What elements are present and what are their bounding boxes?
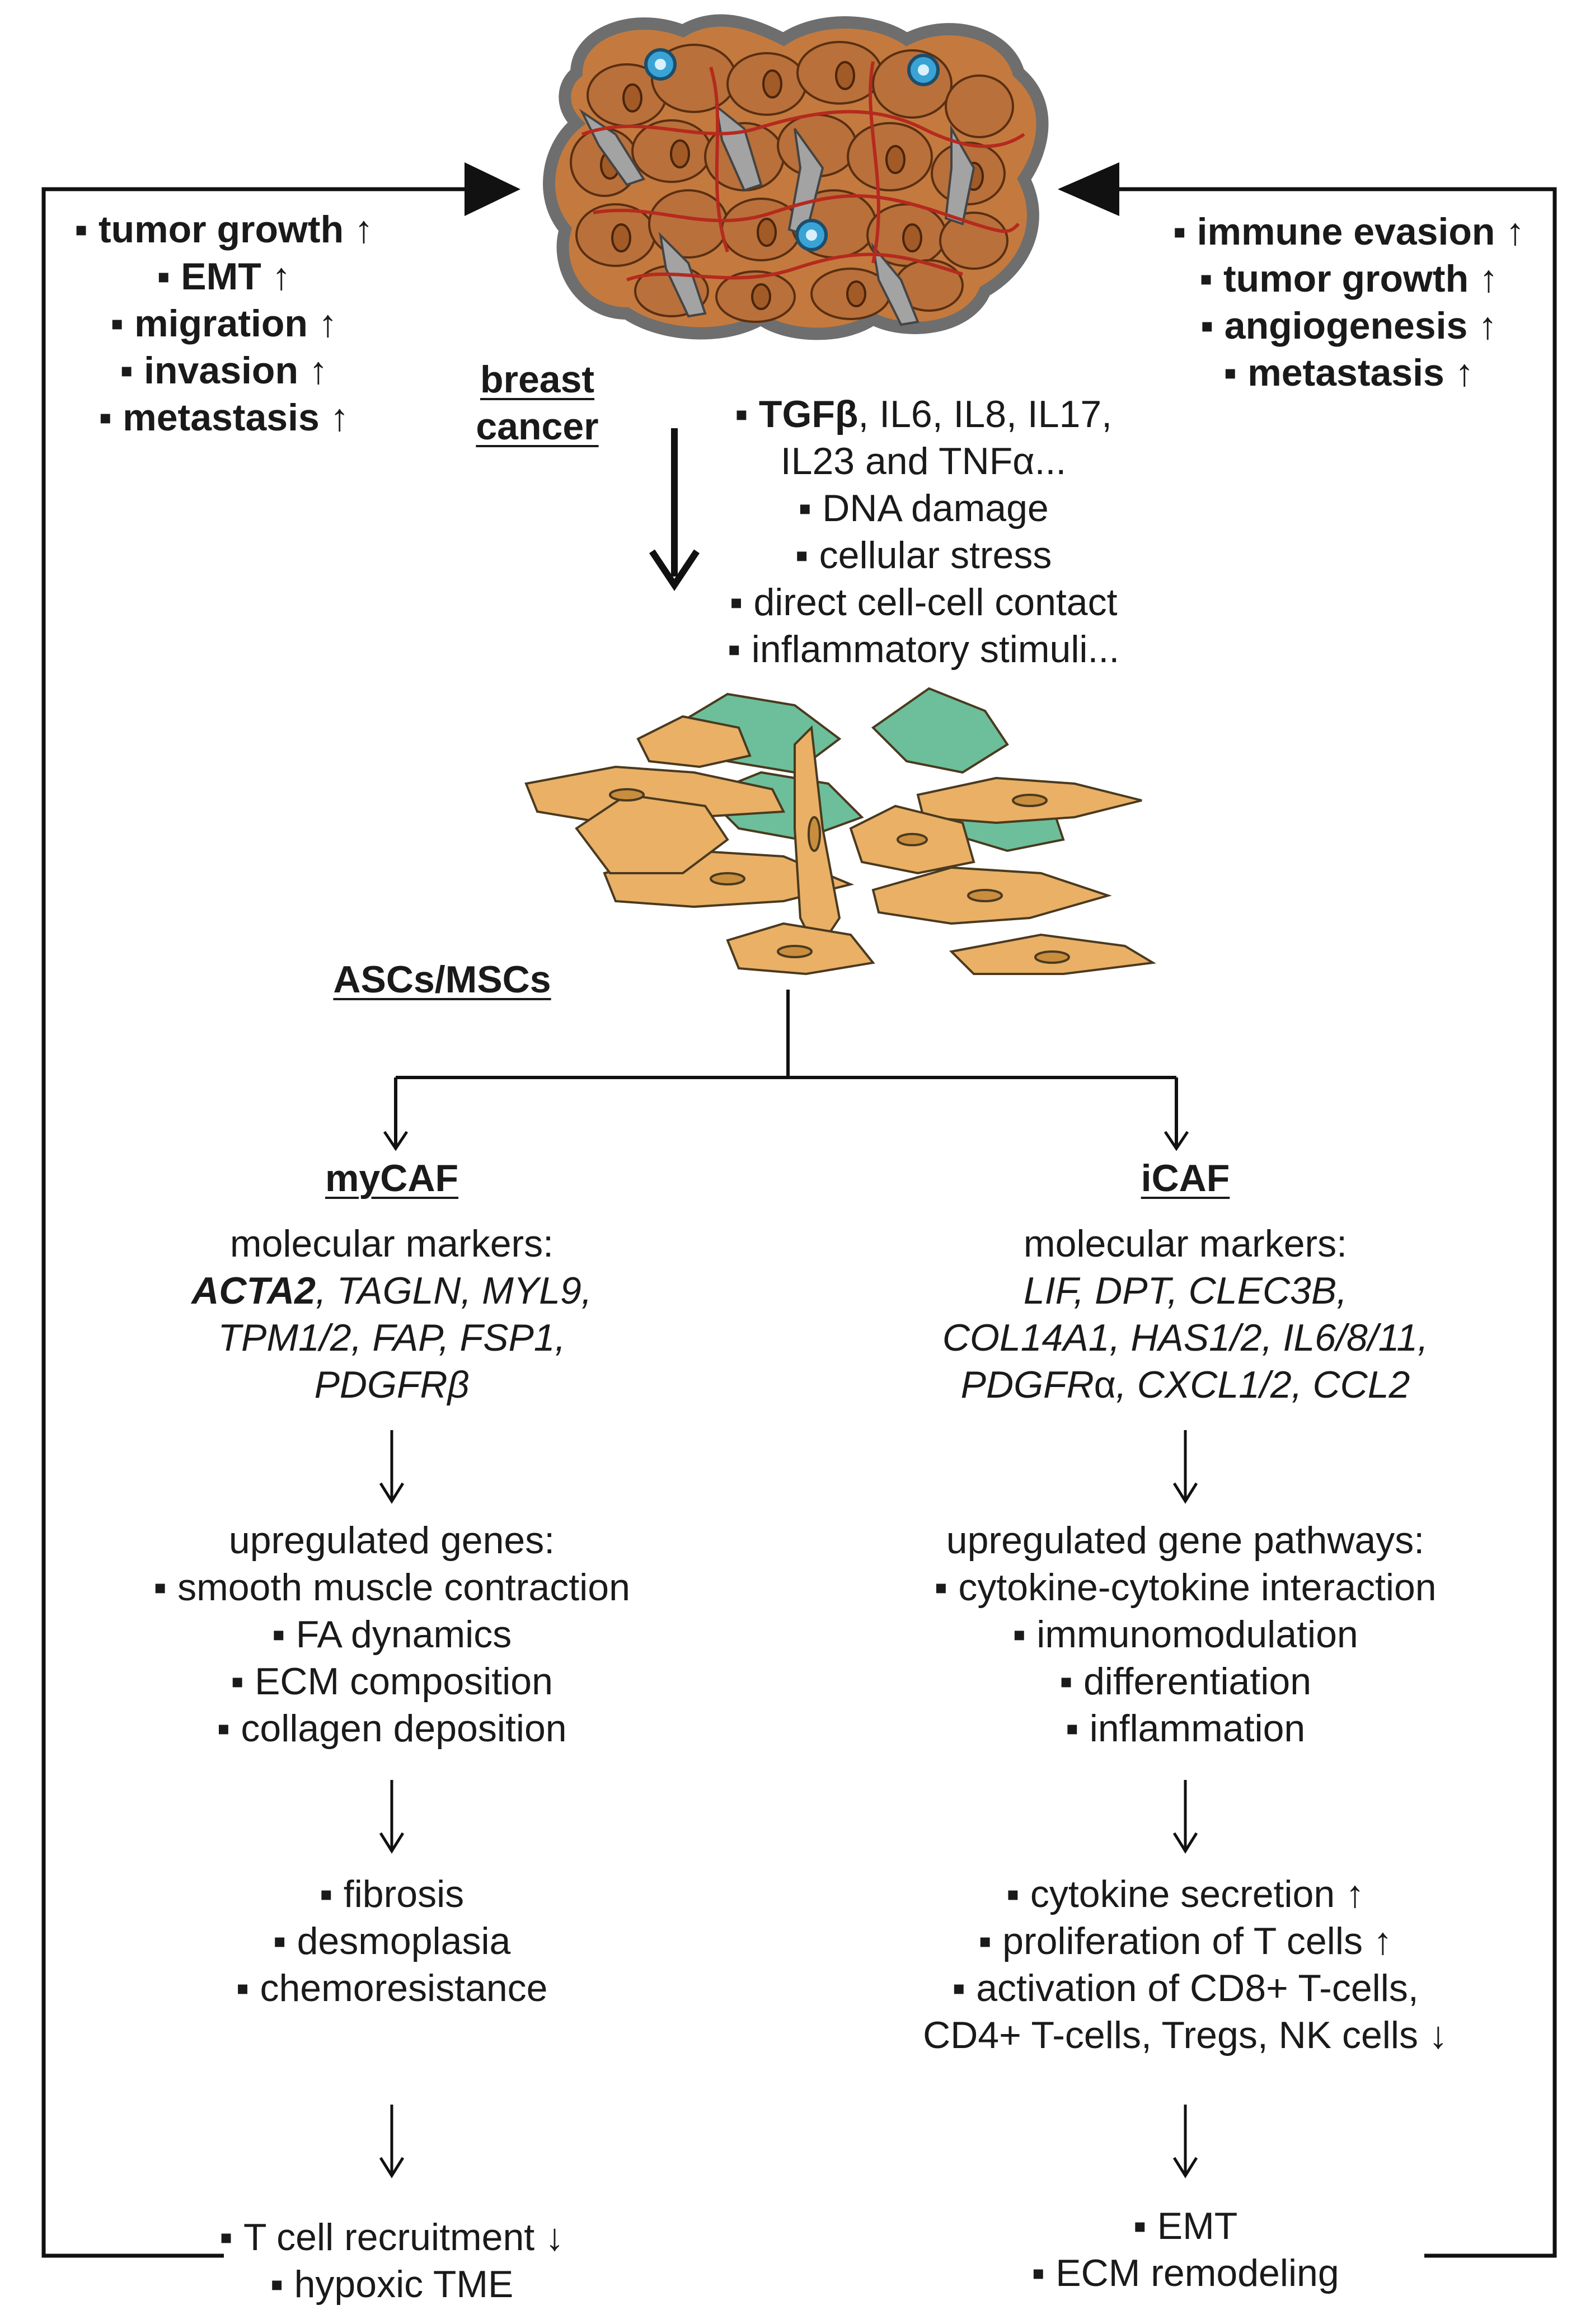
stimuli-cytokines-rest: , IL6, IL8, IL17,: [858, 393, 1113, 435]
branch-connector: [394, 990, 1178, 1147]
stimuli-cytokines-line: TGFβ, IL6, IL8, IL17,: [694, 391, 1153, 438]
mycaf-outcome-item: T cell recruitment ↓: [168, 2214, 616, 2261]
left-effect-item: EMT ↑: [56, 253, 392, 300]
right-effect-item: immune evasion ↑: [1153, 208, 1545, 255]
stromal-label: ASCs/MSCs: [333, 958, 551, 1001]
mycaf-effects: fibrosis desmoplasia chemoresistance: [168, 1871, 616, 2012]
left-effect-item: metastasis ↑: [56, 394, 392, 441]
icaf-pathway-item: differentiation: [878, 1658, 1493, 1705]
mycaf-markers-line1: ACTA2, TAGLN, MYL9,: [140, 1267, 644, 1314]
icaf-effects: cytokine secretion ↑ proliferation of T …: [878, 1871, 1493, 2059]
stimuli-item: inflammatory stimuli...: [694, 626, 1153, 673]
stimuli-list: TGFβ, IL6, IL8, IL17, IL23 and TNFα... D…: [694, 391, 1153, 673]
right-effect-item: metastasis ↑: [1153, 349, 1545, 396]
icaf-pathways-label: upregulated gene pathways:: [946, 1519, 1425, 1562]
mycaf-genes-label: upregulated genes:: [228, 1519, 555, 1562]
icaf-markers-line3: PDGFRα, CXCL1/2, CCL2: [906, 1361, 1465, 1408]
tumor-to-stroma-arrowhead: [649, 549, 700, 591]
icaf-markers: molecular markers: LIF, DPT, CLEC3B, COL…: [906, 1220, 1465, 1408]
mycaf-markers-label: molecular markers:: [229, 1222, 554, 1265]
mycaf-marker-acta2: ACTA2: [191, 1269, 316, 1312]
icaf-effect-continuation: CD4+ T-cells, Tregs, NK cells ↓: [923, 2014, 1448, 2056]
icaf-pathway-item: cytokine-cytokine interaction: [878, 1564, 1493, 1611]
icaf-markers-line3-rest: , CXCL1/2, CCL2: [1115, 1364, 1410, 1406]
icaf-markers-line1: LIF, DPT, CLEC3B,: [1023, 1269, 1348, 1312]
mycaf-gene-item: ECM composition: [112, 1658, 672, 1705]
icaf-title: iCAF: [1141, 1157, 1230, 1200]
mycaf-title: myCAF: [325, 1157, 459, 1200]
right-effect-item: angiogenesis ↑: [1153, 302, 1545, 349]
mycaf-effect-item: desmoplasia: [168, 1918, 616, 1965]
icaf-step-arrows: [1172, 1430, 1198, 2178]
icaf-markers-line2: COL14A1, HAS1/2, IL6/8/11,: [942, 1316, 1429, 1359]
icaf-pathways: upregulated gene pathways: cytokine-cyto…: [878, 1517, 1493, 1752]
icaf-pathway-item: inflammation: [878, 1705, 1493, 1752]
left-effect-item: invasion ↑: [56, 347, 392, 394]
mycaf-outcome-item: hypoxic TME: [168, 2261, 616, 2308]
mycaf-markers: molecular markers: ACTA2, TAGLN, MYL9, T…: [140, 1220, 644, 1408]
stimuli-tgfb: TGFβ: [735, 393, 858, 435]
left-feedback-arrowhead: [465, 162, 520, 216]
icaf-branch-arrowhead: [1164, 1131, 1189, 1151]
tumor-label-line: cancer: [476, 405, 599, 448]
icaf-marker-pdgfr: PDGFR: [960, 1364, 1094, 1406]
left-effect-item: migration ↑: [56, 300, 392, 347]
mycaf-step-arrows: [379, 1430, 405, 2178]
left-effect-item: tumor growth ↑: [56, 206, 392, 253]
mycaf-genes: upregulated genes: smooth muscle contrac…: [112, 1517, 672, 1752]
mycaf-effect-item: fibrosis: [168, 1871, 616, 1918]
stimuli-item: DNA damage: [694, 485, 1153, 532]
mycaf-markers-line2: TPM1/2, FAP, FSP1,: [218, 1316, 566, 1359]
mycaf-markers-line3: PDGFRβ: [314, 1364, 470, 1406]
icaf-effect-item: proliferation of T cells ↑: [878, 1918, 1493, 1965]
mycaf-effect-item: chemoresistance: [168, 1965, 616, 2012]
icaf-outcome-item: EMT: [933, 2203, 1437, 2250]
mycaf-gene-item: FA dynamics: [112, 1611, 672, 1658]
stimuli-item: cellular stress: [694, 532, 1153, 579]
icaf-outcomes: EMT ECM remodeling: [933, 2203, 1437, 2297]
tumor-label: breast cancer: [465, 356, 610, 450]
right-feedback-arrowhead: [1058, 162, 1119, 216]
right-effect-item: tumor growth ↑: [1153, 255, 1545, 302]
stimuli-item: direct cell-cell contact: [694, 579, 1153, 626]
asc-msc-fibroblast-illustration: [524, 687, 1156, 976]
right-feedback-effects: immune evasion ↑ tumor growth ↑ angiogen…: [1153, 208, 1545, 396]
icaf-pathway-item: immunomodulation: [878, 1611, 1493, 1658]
icaf-markers-label: molecular markers:: [1023, 1222, 1348, 1265]
icaf-outcome-item: ECM remodeling: [933, 2250, 1437, 2297]
mycaf-gene-item: smooth muscle contraction: [112, 1564, 672, 1611]
breast-cancer-tumor-illustration: [543, 14, 1049, 340]
left-feedback-effects: tumor growth ↑ EMT ↑ migration ↑ invasio…: [56, 206, 392, 441]
left-feedback-loop: [41, 187, 465, 2258]
right-feedback-loop: [1119, 187, 1557, 2258]
mycaf-outcomes: T cell recruitment ↓ hypoxic TME: [168, 2214, 616, 2308]
stimuli-cytokines-line2: IL23 and TNFα...: [780, 440, 1067, 482]
icaf-effect-item: cytokine secretion ↑: [878, 1871, 1493, 1918]
mycaf-branch-arrowhead: [383, 1131, 409, 1151]
icaf-effect-item: activation of CD8+ T-cells,: [878, 1965, 1493, 2012]
mycaf-markers-line1-rest: , TAGLN, MYL9,: [315, 1269, 592, 1312]
tumor-label-line: breast: [480, 358, 595, 401]
icaf-marker-alpha: α: [1094, 1364, 1116, 1406]
mycaf-gene-item: collagen deposition: [112, 1705, 672, 1752]
